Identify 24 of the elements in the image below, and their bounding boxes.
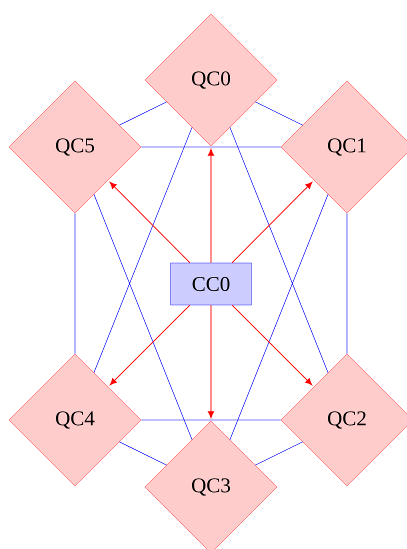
diamond-node: QC5	[8, 80, 142, 214]
connector-line	[140, 146, 282, 148]
diamond-node: QC0	[144, 14, 278, 146]
connector-line	[119, 102, 167, 126]
diamond-node: QC2	[280, 354, 407, 486]
arrow	[110, 304, 190, 386]
connector-line	[230, 194, 328, 440]
connector-line	[255, 442, 303, 466]
arrow	[232, 182, 312, 264]
diamond-node: QC3	[144, 420, 278, 549]
diamond-node: QC1	[280, 80, 407, 214]
connector-line	[119, 442, 167, 466]
process-box: CC0	[170, 262, 252, 306]
connector-line	[346, 212, 348, 354]
arrow	[208, 148, 214, 264]
connector-line	[230, 127, 328, 373]
connector-line	[255, 102, 303, 126]
diamond-node: QC4	[8, 354, 142, 486]
arrow	[232, 304, 312, 386]
connector-line	[94, 194, 192, 440]
arrow	[110, 182, 190, 264]
connector-line	[94, 127, 192, 373]
arrow	[208, 304, 214, 418]
connector-line	[74, 212, 76, 354]
